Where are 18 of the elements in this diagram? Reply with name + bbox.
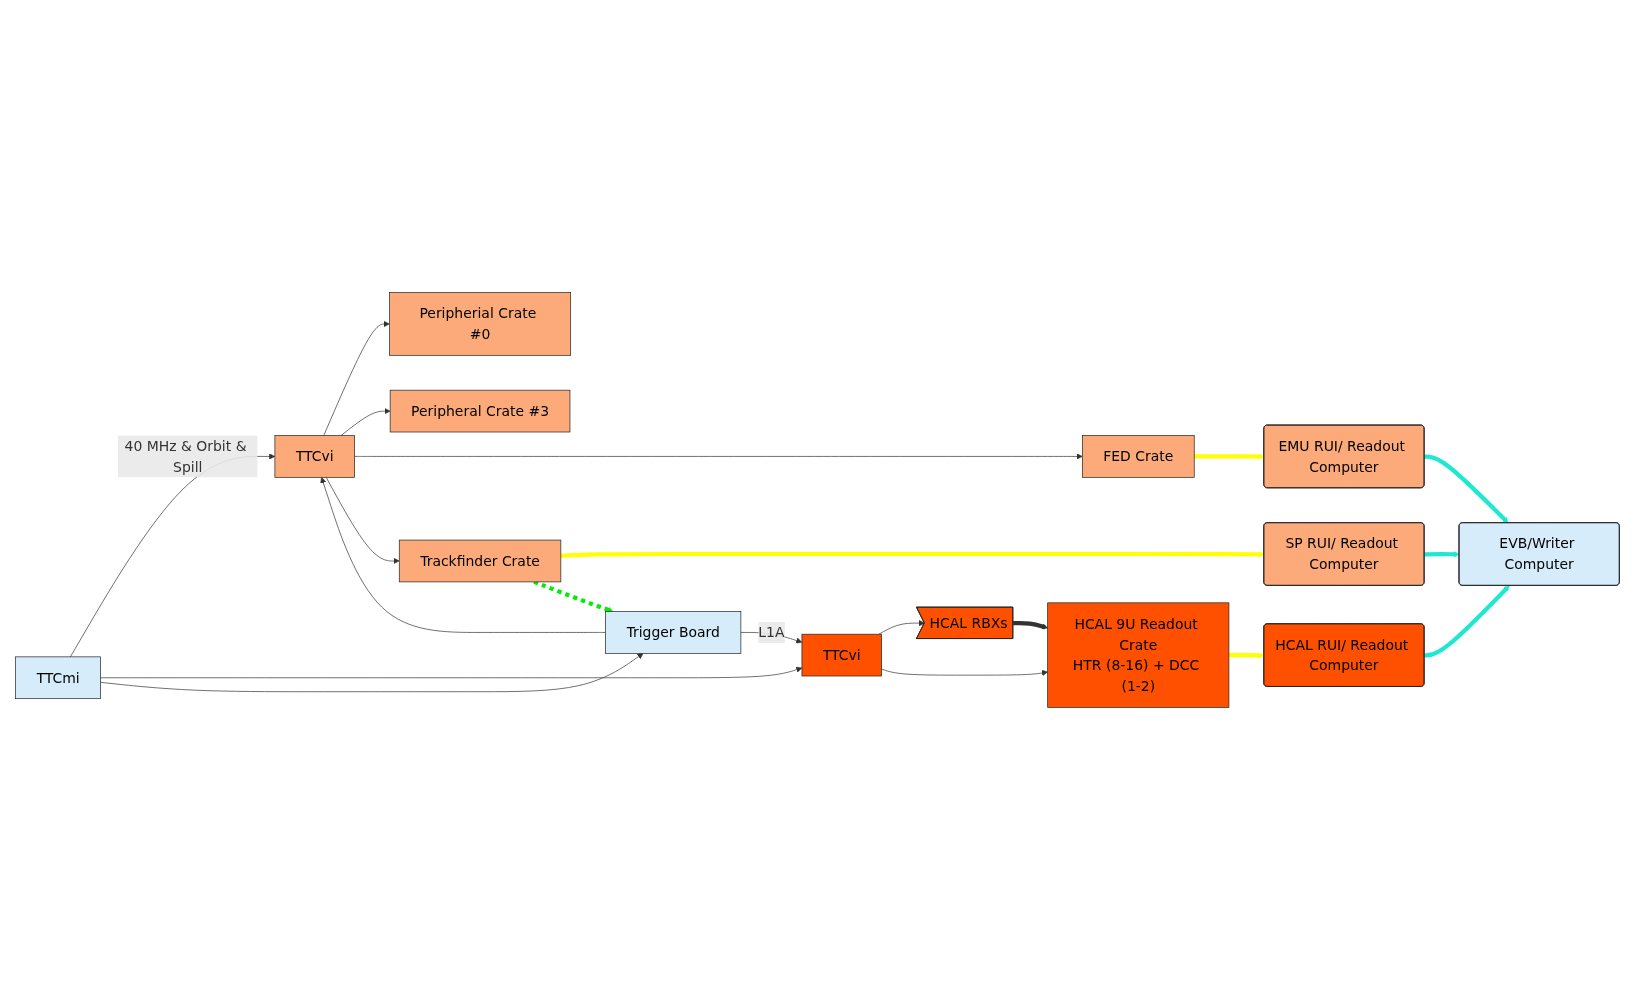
node-box: Peripheral Crate #3 xyxy=(389,389,571,433)
edge-label: L1A xyxy=(758,624,785,641)
node-box: Peripherial Crate #0 xyxy=(389,292,572,356)
edge-label: 40 MHz & Orbit & Spill xyxy=(124,437,247,476)
arrow xyxy=(1424,454,1509,524)
node-box: TTCmi xyxy=(15,656,101,700)
arrow xyxy=(1013,621,1048,630)
arrow xyxy=(1194,453,1265,460)
node-box: TTCvi xyxy=(801,633,882,677)
arrow xyxy=(1228,652,1265,659)
arrow xyxy=(1424,585,1510,658)
arrow xyxy=(1424,551,1460,558)
node-box: FED Crate xyxy=(1082,435,1195,478)
node-box: Trackfinder Crate xyxy=(398,539,562,583)
node-box: Trigger Board xyxy=(605,611,742,654)
node-box: TTCvi xyxy=(274,435,355,478)
arrow xyxy=(560,551,1265,558)
node-box: HCAL 9U Readout Crate HTR (8-16) + DCC (1-2) xyxy=(1047,602,1230,708)
